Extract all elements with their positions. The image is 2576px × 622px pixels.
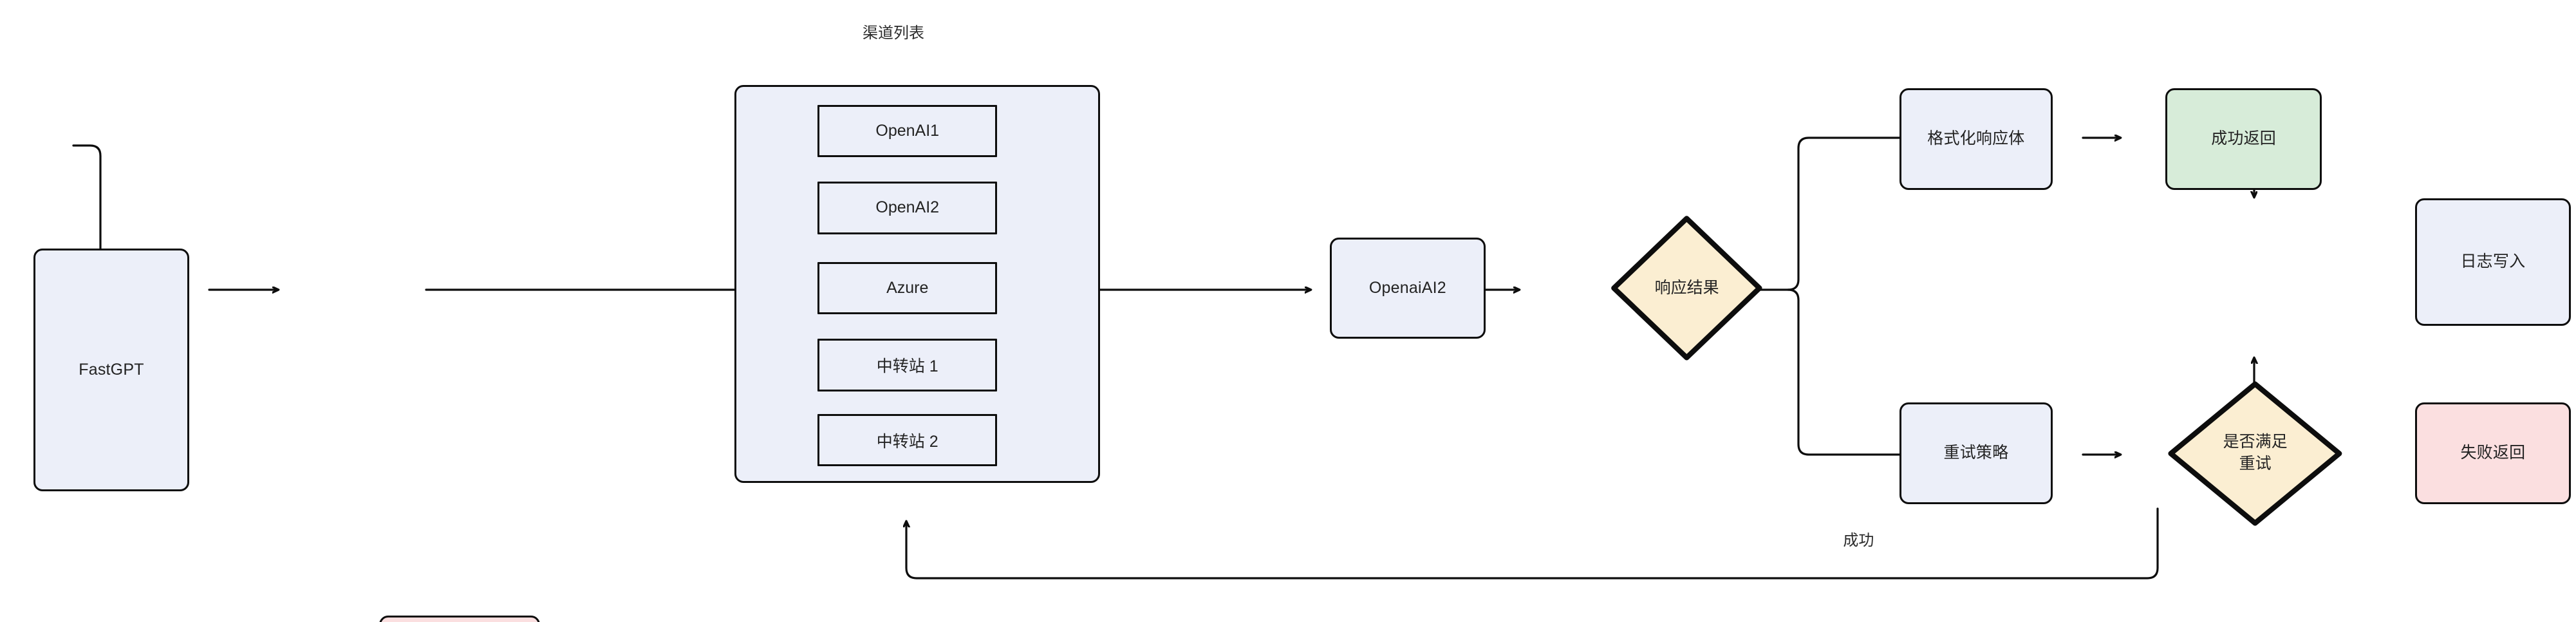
node-format-response-body[interactable]: 格式化响应体 — [1899, 88, 2053, 190]
channel-item-openai2[interactable]: OpenAI2 — [817, 182, 998, 234]
node-success-return-label: 成功返回 — [2211, 129, 2276, 148]
node-failure-return-label: 失败返回 — [2460, 444, 2526, 462]
edge-label-success: 成功 — [1843, 531, 1874, 549]
node-fastgpt[interactable]: FastGPT — [33, 249, 190, 491]
channel-item-relay-1-label: 中转站 1 — [876, 357, 938, 375]
node-format-response-body-label: 格式化响应体 — [1927, 129, 2025, 148]
node-log-write[interactable]: 日志写入 — [2414, 198, 2571, 326]
channel-item-openai2-label: OpenAI2 — [875, 198, 940, 217]
node-fastgpt-label: FastGPT — [79, 360, 144, 379]
node-openai-ai2-label: OpenaiAI2 — [1368, 278, 1446, 297]
channel-item-relay-2-label: 中转站 2 — [876, 432, 938, 451]
node-failure-return[interactable]: 失败返回 — [2414, 402, 2571, 504]
channel-item-relay-1[interactable]: 中转站 1 — [817, 339, 998, 391]
node-ai-proxy[interactable]: AI Proxy — [378, 615, 541, 622]
node-log-write-label: 日志写入 — [2460, 252, 2526, 270]
node-retry-policy[interactable]: 重试策略 — [1899, 402, 2053, 504]
node-openai-ai2[interactable]: OpenaiAI2 — [1329, 237, 1486, 339]
channel-list-title: 渠道列表 — [863, 24, 925, 42]
node-success-return[interactable]: 成功返回 — [2165, 88, 2322, 190]
decision-satisfy-retry-label: 是否满足 重试 — [2223, 433, 2288, 473]
channel-item-azure[interactable]: Azure — [817, 261, 998, 315]
decision-response-result-shape — [1611, 216, 1762, 361]
node-retry-policy-label: 重试策略 — [1943, 444, 2009, 462]
decision-response-result[interactable]: 响应结果 — [1609, 214, 1765, 362]
channel-item-openai1-label: OpenAI1 — [875, 121, 940, 140]
channel-item-azure-label: Azure — [886, 278, 929, 297]
decision-satisfy-retry[interactable]: 是否满足 重试 — [2165, 380, 2345, 527]
decision-satisfy-retry-shape — [2168, 381, 2342, 526]
decision-response-result-label: 响应结果 — [1654, 278, 1719, 297]
channel-item-relay-2[interactable]: 中转站 2 — [817, 414, 998, 467]
channel-item-openai1[interactable]: OpenAI1 — [817, 104, 998, 158]
